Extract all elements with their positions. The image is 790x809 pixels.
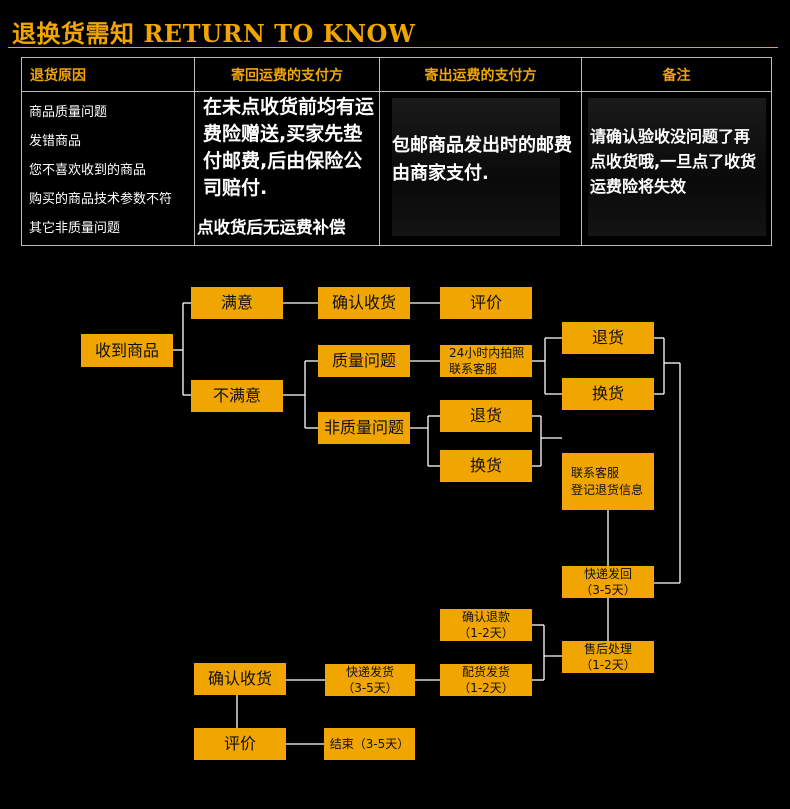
remark-text: 请确认验收没问题了再点收货哦,一旦点了收货运费险将失效 xyxy=(590,124,762,199)
remark-line: 请确认验收没问题了再点收货哦,一旦点了收货运费险将失效 xyxy=(590,127,757,196)
reason-item: 商品质量问题 xyxy=(29,105,108,120)
ship-back-line1: 快递发回 xyxy=(583,566,632,581)
flow-node-satisfied: 满意 xyxy=(191,287,283,319)
remark-cell: 请确认验收没问题了再点收货哦,一旦点了收货运费险将失效 xyxy=(581,91,772,246)
reason-item: 发错商品 xyxy=(29,134,82,149)
flow-node-express-ship: 快递发货 （3-5天） xyxy=(325,664,415,696)
flow-node-confirm-refund: 确认退款 （1-2天） xyxy=(440,609,532,641)
decorative-panel xyxy=(392,98,560,236)
header-send-payer: 寄出运费的支付方 xyxy=(379,57,582,92)
after-sales-line1: 售后处理 xyxy=(583,641,632,656)
reason-item: 您不喜欢收到的商品 xyxy=(29,163,147,178)
reason-cell: 商品质量问题 发错商品 您不喜欢收到的商品 购买的商品技术参数不符 其它非质量问… xyxy=(21,91,195,246)
return-payer-note: 点收货后无运费补偿 xyxy=(197,218,346,237)
header-remark: 备注 xyxy=(581,57,772,92)
flow-node-review-final: 评价 xyxy=(194,728,286,760)
send-payer-cell: 包邮商品发出时的邮费由商家支付. xyxy=(379,91,582,246)
flow-node-after-sales: 售后处理 （1-2天） xyxy=(562,641,654,673)
flow-node-ship-back: 快递发回 （3-5天） xyxy=(562,566,654,598)
return-payer-text: 在未点收货前均有运费险赠送,买家先垫付邮费,后由保险公司赔付. xyxy=(203,96,375,199)
ship-back-line2: （3-5天） xyxy=(580,583,636,597)
return-payer-cell: 在未点收货前均有运费险赠送,买家先垫付邮费,后由保险公司赔付. 点收货后无运费补… xyxy=(194,91,380,246)
flow-node-review: 评价 xyxy=(440,287,532,319)
table-body-row: 商品质量问题 发错商品 您不喜欢收到的商品 购买的商品技术参数不符 其它非质量问… xyxy=(21,91,772,246)
send-payer-line: 包邮商品发出时的邮费由商家支付. xyxy=(392,135,572,184)
after-sales-line2: （1-2天） xyxy=(580,658,636,672)
table-header-row: 退货原因 寄回运费的支付方 寄出运费的支付方 备注 xyxy=(21,57,772,92)
flow-node-contact-service: 联系客服 登记退货信息 xyxy=(562,453,654,510)
photo-24h-line2: 联系客服 xyxy=(449,362,498,376)
photo-24h-line1: 24小时内拍照 xyxy=(449,345,525,360)
flow-node-unsatisfied: 不满意 xyxy=(191,380,283,412)
header-reason: 退货原因 xyxy=(21,57,195,92)
title-divider xyxy=(8,47,778,48)
flow-node-confirm-receipt: 确认收货 xyxy=(318,287,410,319)
flow-node-received: 收到商品 xyxy=(81,334,173,367)
decorative-panel xyxy=(588,98,766,236)
page-title: 退换货需知 RETURN TO KNOW xyxy=(12,19,416,48)
express-line1: 快递发货 xyxy=(345,664,394,679)
restock-line2: （1-2天） xyxy=(458,681,514,695)
flow-node-confirm-receipt-final: 确认收货 xyxy=(194,663,286,695)
restock-line1: 配货发货 xyxy=(461,664,510,679)
flow-node-restock: 配货发货 （1-2天） xyxy=(440,664,532,696)
flow-node-exchange-a: 换货 xyxy=(562,378,654,410)
reason-list: 商品质量问题 发错商品 您不喜欢收到的商品 购买的商品技术参数不符 其它非质量问… xyxy=(22,92,194,243)
reason-item: 购买的商品技术参数不符 xyxy=(29,192,173,207)
flow-node-end: 结束（3-5天） xyxy=(324,728,415,760)
contact-line2: 登记退货信息 xyxy=(571,482,644,497)
flow-node-photo-24h: 24小时内拍照 联系客服 xyxy=(440,345,532,377)
flow-node-return-b: 退货 xyxy=(440,400,532,432)
send-payer-text: 包邮商品发出时的邮费由商家支付. xyxy=(392,132,574,188)
contact-line1: 联系客服 xyxy=(571,466,620,481)
reason-item: 其它非质量问题 xyxy=(29,221,121,236)
flow-node-return-a: 退货 xyxy=(562,322,654,354)
flow-node-exchange-b: 换货 xyxy=(440,450,532,482)
express-line2: （3-5天） xyxy=(342,681,398,695)
flow-node-quality-issue: 质量问题 xyxy=(318,345,410,377)
return-policy-table: 退货原因 寄回运费的支付方 寄出运费的支付方 备注 商品质量问题 发错商品 您不… xyxy=(21,57,772,246)
flow-node-non-quality-issue: 非质量问题 xyxy=(318,412,410,444)
confirm-refund-line2: （1-2天） xyxy=(458,626,514,640)
confirm-refund-line1: 确认退款 xyxy=(461,609,510,624)
